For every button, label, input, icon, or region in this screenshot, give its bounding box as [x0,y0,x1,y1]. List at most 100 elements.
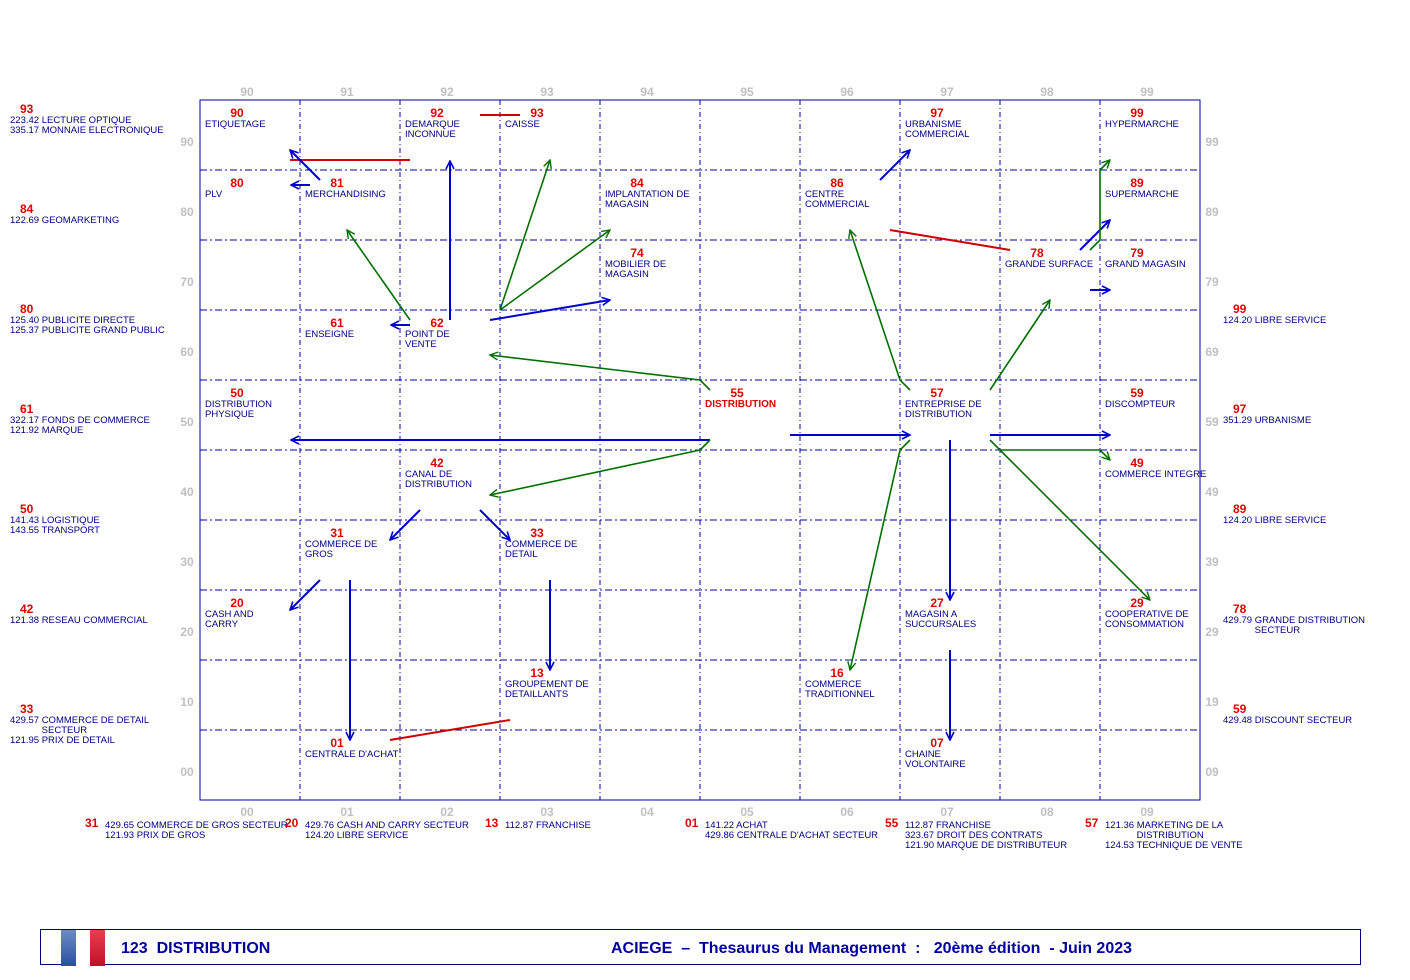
note-code: 89 [1233,502,1247,516]
concept-code: 79 [1130,246,1144,260]
concept-code: 80 [230,176,244,190]
note-line: 323.67 DROIT DES CONTRATS [905,830,1043,841]
blue-arrow [479,509,510,540]
concept-label: PLV [205,189,223,200]
concept-label: MERCHANDISING [305,189,386,200]
concept-label: URBANISME COMMERCIAL [905,119,970,140]
french-flag-icon [61,930,106,966]
concept-code: 93 [530,106,544,120]
note-line: 143.55 TRANSPORT [10,525,100,536]
note-code: 31 [85,816,99,830]
note-line: 124.20 LIBRE SERVICE [1223,515,1327,526]
concept-code: 84 [630,176,644,190]
concept-label: COMMERCE TRADITIONNEL [805,679,875,700]
green-arrow [1000,449,1110,460]
axis-tick-bottom: 09 [1140,805,1154,819]
axis-tick-right: 39 [1205,555,1219,569]
green-arrow [490,355,711,391]
axis-tick-top: 94 [640,85,654,99]
concept-code: 61 [330,316,344,330]
concept-label: GRANDE SURFACE [1005,259,1094,270]
concept-label: CANAL DE DISTRIBUTION [405,469,473,490]
axis-tick-left: 10 [180,695,194,709]
note-code: 20 [285,816,299,830]
concept-code: 97 [930,106,944,120]
concept-label: ENTREPRISE DE DISTRIBUTION [905,399,982,420]
note-code: 93 [20,102,34,116]
concept-code: 13 [530,666,544,680]
axis-tick-bottom: 05 [740,805,754,819]
note-line: 351.29 URBANISME [1223,415,1312,426]
note-code: 78 [1233,602,1247,616]
note-line: 141.22 ACHAT [705,820,768,831]
note-code: 99 [1233,302,1247,316]
concept-label: COMMERCE DE DETAIL [505,539,578,560]
axis-tick-top: 98 [1040,85,1054,99]
axis-tick-right: 19 [1205,695,1219,709]
axis-tick-left: 60 [180,345,194,359]
axis-tick-left: 00 [180,765,194,779]
green-arrow [499,230,610,311]
note-code: 01 [685,816,699,830]
blue-arrow [390,509,421,540]
concept-code: 89 [1130,176,1144,190]
note-code: 13 [485,816,499,830]
concept-label: CENTRE COMMERCIAL [805,189,870,210]
note-line: 112.87 FRANCHISE [505,820,591,831]
axis-tick-right: 89 [1205,205,1219,219]
note-line: 429.65 COMMERCE DE GROS SECTEUR [105,820,288,831]
concept-label: GROUPEMENT DE DETAILLANTS [505,679,589,700]
axis-tick-right: 59 [1205,415,1219,429]
note-line: SECTEUR [1223,625,1301,636]
axis-tick-bottom: 04 [640,805,654,819]
concept-code: 27 [930,596,944,610]
note-line: 121.90 MARQUE DE DISTRIBUTEUR [905,840,1068,851]
related-link [889,229,1011,251]
concept-label: CHAINE VOLONTAIRE [905,749,966,770]
concept-label: SUPERMARCHE [1105,189,1179,200]
note-line: SECTEUR [10,725,88,736]
axis-tick-top: 92 [440,85,454,99]
note-line: 125.40 PUBLICITE DIRECTE [10,315,136,326]
axis-tick-left: 80 [180,205,194,219]
green-arrow [490,439,711,495]
concept-code: 07 [930,736,944,750]
